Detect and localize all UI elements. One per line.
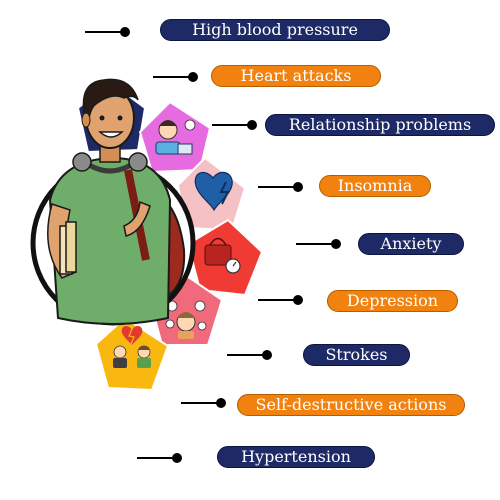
confused-person-icon	[165, 300, 207, 339]
connector-high-blood-pressure	[85, 27, 130, 37]
label-strokes: Strokes	[303, 344, 410, 366]
label-high-blood-pressure: High blood pressure	[160, 19, 390, 41]
pentagon-magenta	[138, 100, 212, 174]
connector-relationship-problems	[212, 120, 257, 130]
heart-with-lightning-icon	[194, 171, 233, 212]
student-illustration	[47, 78, 186, 325]
label-self-destructive-actions: Self-destructive actions	[237, 394, 465, 416]
connector-hypertension	[137, 453, 182, 463]
label-hypertension: Hypertension	[217, 446, 375, 468]
label-depression: Depression	[327, 290, 458, 312]
label-heart-attacks: Heart attacks	[211, 65, 381, 87]
connector-insomnia	[258, 182, 303, 192]
connector-anxiety	[296, 239, 341, 249]
connector-self-destructive-actions	[181, 398, 226, 408]
broken-heart-couple-icon	[113, 326, 151, 368]
pentagon-yellow	[94, 316, 170, 392]
label-insomnia: Insomnia	[319, 175, 431, 197]
connector-heart-attacks	[153, 72, 198, 82]
label-anxiety: Anxiety	[358, 233, 464, 255]
person-with-monitor-icon	[155, 119, 196, 155]
connector-strokes	[227, 350, 272, 360]
connector-depression	[258, 295, 303, 305]
blood-pressure-gauge-icon	[204, 237, 241, 274]
label-relationship-problems: Relationship problems	[265, 114, 495, 136]
